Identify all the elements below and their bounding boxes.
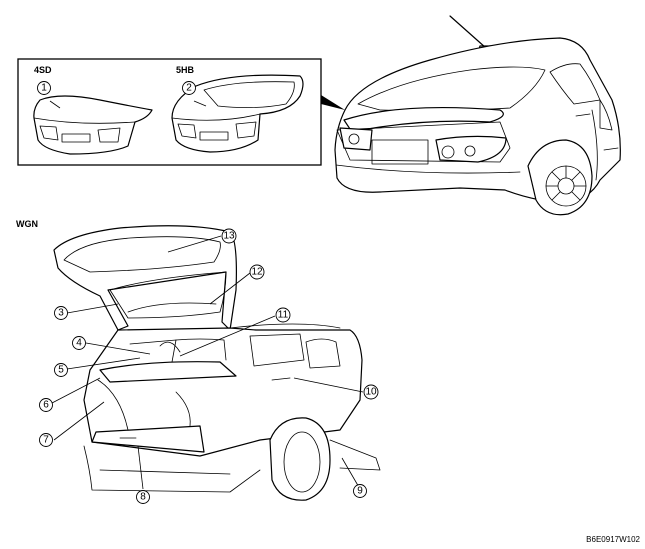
hatchback-lid-drawing [171,74,304,153]
svg-text:12: 12 [251,267,263,278]
callout-4: 4 [72,336,86,350]
callout-6: 6 [39,398,53,412]
callout-3: 3 [54,306,68,320]
callout-13: 13 [221,228,237,244]
svg-text:6: 6 [43,400,49,411]
callout-12: 12 [249,264,265,280]
callout-1: 1 [37,81,51,95]
svg-text:8: 8 [140,492,146,503]
callout-8: 8 [136,490,150,504]
svg-text:3: 3 [58,308,64,319]
sedan-trunk-lid-drawing [33,95,153,155]
label-5hb: 5HB [176,65,195,75]
callout-2: 2 [182,81,196,95]
svg-text:2: 2 [186,83,192,94]
callout-9: 9 [353,484,367,498]
svg-text:11: 11 [278,310,289,321]
label-wgn: WGN [16,219,38,229]
wagon-drawing [53,225,381,501]
sedan-car-drawing [334,15,621,216]
callout-11: 11 [275,307,291,323]
callout-5: 5 [54,363,68,377]
svg-text:1: 1 [41,83,47,94]
callout-10: 10 [363,384,379,400]
svg-text:7: 7 [43,435,49,446]
leader-lines [49,100,364,490]
svg-text:4: 4 [76,338,82,349]
svg-text:9: 9 [357,486,363,497]
callout-7: 7 [39,433,53,447]
inset-pointer [321,95,345,110]
figure-code: B6E0917W102 [586,535,640,544]
svg-text:13: 13 [223,231,235,242]
svg-text:10: 10 [365,387,377,398]
label-4sd: 4SD [34,65,52,75]
svg-text:5: 5 [58,365,64,376]
